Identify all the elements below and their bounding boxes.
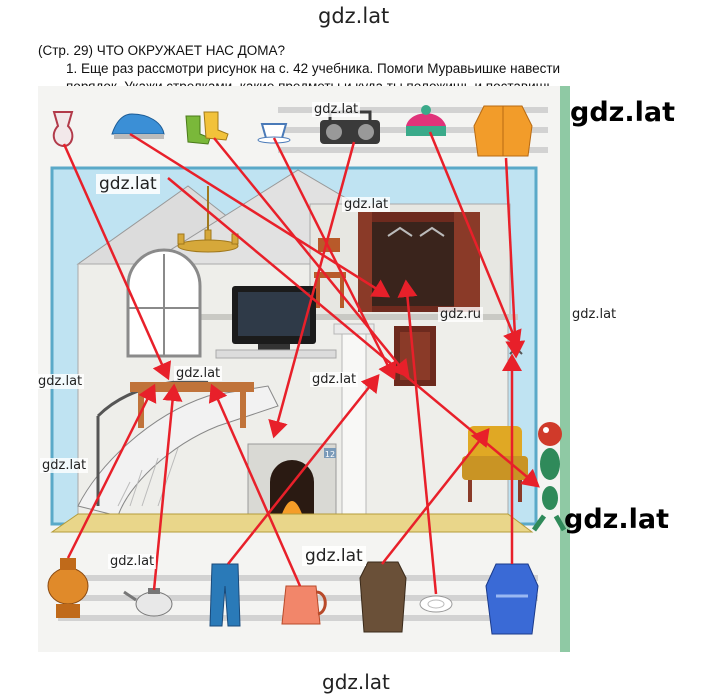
radio-icon xyxy=(320,110,380,144)
watermark-small-4: gdz.lat xyxy=(174,366,223,381)
task-text-line-1: 1. Еще раз рассмотри рисунок на с. 42 уч… xyxy=(66,61,561,76)
jeans-icon xyxy=(209,563,241,627)
arrow-jeans-to-cabinet xyxy=(227,374,380,565)
house-number: 12 xyxy=(325,450,335,459)
arrow-kettle-to-table xyxy=(208,383,302,587)
arrow-socks-to-cabinet xyxy=(213,137,410,378)
television-icon xyxy=(232,286,316,350)
jug-icon xyxy=(52,111,74,148)
watermark-small-3: gdz.lat xyxy=(570,307,619,322)
bathrobe-icon xyxy=(485,563,539,635)
arrow-teapot-to-table xyxy=(152,383,183,591)
watermark-small-7: gdz.lat xyxy=(40,458,89,473)
arrow-plate-to-wardrobe xyxy=(397,279,438,595)
arrow-samovar-to-table xyxy=(66,383,157,559)
page-reference: (Стр. 29) ЧТО ОКРУЖАЕТ НАС ДОМА? xyxy=(38,43,286,58)
watermark-small-8: gdz.lat xyxy=(108,554,157,569)
wardrobe-icon xyxy=(358,212,480,312)
fireplace-icon: 12 xyxy=(247,443,337,519)
watermark-medium-1: gdz.lat xyxy=(96,174,160,194)
column xyxy=(341,323,367,521)
kettle-icon xyxy=(281,585,327,625)
socks-icon xyxy=(185,111,229,145)
attic-chair-icon xyxy=(314,238,346,308)
watermark-small-6: gdz.lat xyxy=(36,374,85,389)
green-page-edge xyxy=(560,86,570,652)
watermark-large-1: gdz.lat xyxy=(570,97,676,128)
arrow-jug-to-table xyxy=(62,143,172,381)
hat-icon xyxy=(406,105,446,136)
tv-shelf xyxy=(215,349,337,359)
arrow-cup-to-cabinet xyxy=(272,137,397,381)
plate-icon xyxy=(419,595,453,613)
upper-floor-slab xyxy=(308,314,518,320)
arrow-coat-to-hook xyxy=(504,157,526,359)
arrow-iron-to-wardrobe xyxy=(129,132,391,298)
overcoat-icon xyxy=(359,561,407,633)
watermark-top: gdz.lat xyxy=(318,4,390,28)
watermark-bottom: gdz.lat xyxy=(322,670,390,694)
watermark-large-2: gdz.lat xyxy=(564,504,670,535)
arrow-overcoat-to-armchair xyxy=(381,428,490,565)
arrow-hat-to-hook xyxy=(428,131,522,349)
watermark-alt: gdz.ru xyxy=(438,307,484,322)
watermark-small-1: gdz.lat xyxy=(312,102,361,117)
iron-icon xyxy=(111,113,165,139)
arrow-radio-to-fireplace xyxy=(268,141,356,439)
watermark-medium-2: gdz.lat xyxy=(302,546,366,566)
coat-icon xyxy=(473,105,533,157)
watermark-small-2: gdz.lat xyxy=(342,197,391,212)
teapot-icon xyxy=(123,588,173,617)
answer-arrows xyxy=(62,131,540,595)
arrow-cup-to-ant xyxy=(167,177,540,488)
watermark-small-5: gdz.lat xyxy=(310,372,359,387)
floor xyxy=(50,513,534,533)
samovar-icon xyxy=(47,558,89,618)
ant-icon xyxy=(531,422,567,532)
